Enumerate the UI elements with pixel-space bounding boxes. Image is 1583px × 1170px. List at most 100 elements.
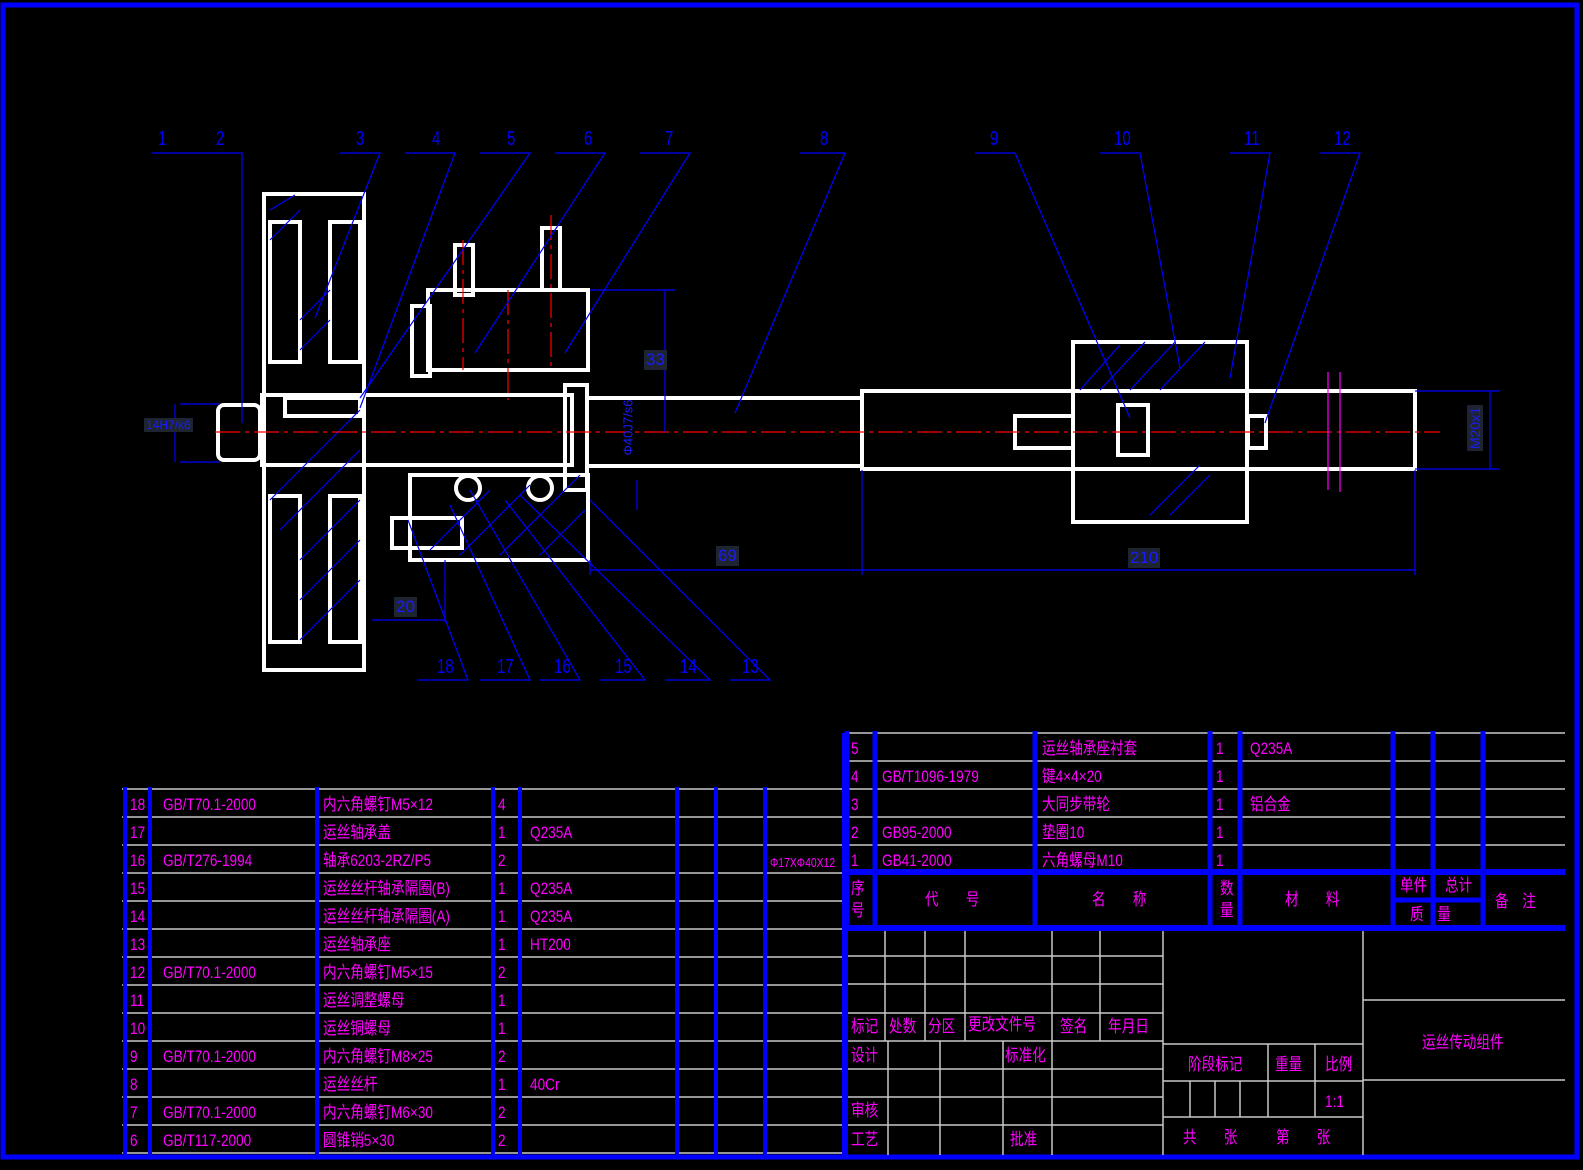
bom-row-name: 内六角螺钉M6×30 — [323, 1103, 433, 1122]
bom-row-qty: 1 — [498, 1019, 506, 1038]
balloon-15: 15 — [615, 656, 632, 678]
title-block-review: 审核 — [851, 1101, 879, 1120]
bom-row-name: 运丝丝杆轴承隔圈(B) — [323, 879, 450, 898]
shaft-hub — [260, 393, 574, 467]
bom-row-no: 5 — [851, 739, 859, 758]
bom-header-code: 代 号 — [925, 890, 980, 909]
bom-row-name: 运丝丝杆 — [323, 1075, 378, 1094]
bom-row-material: Q235A — [530, 879, 573, 898]
bom-row-no: 15 — [130, 879, 146, 898]
title-block-title: 运丝传动组件 — [1422, 1033, 1504, 1052]
balloon-7: 7 — [665, 128, 674, 150]
bom-row-name: 六角螺母M10 — [1042, 851, 1123, 870]
bom-row-name: 运丝丝杆轴承隔圈(A) — [323, 907, 450, 926]
bom-row-name: 轴承6203-2RZ/P5 — [323, 851, 432, 870]
title-block-date: 年月日 — [1108, 1017, 1149, 1036]
title-block-design: 设计 — [851, 1046, 879, 1065]
bom-row-code: GB41-2000 — [882, 851, 952, 870]
balloon-10: 10 — [1114, 128, 1131, 150]
title-block-count: 处数 — [889, 1017, 917, 1036]
bom-row-name: 运丝轴承盖 — [323, 823, 391, 842]
bom-row-name: 运丝调整螺母 — [323, 991, 405, 1010]
centerlines — [215, 215, 1440, 433]
bom-row-name: 内六角螺钉M8×25 — [323, 1047, 433, 1066]
bom-row-name: 圆锥销5×30 — [323, 1131, 395, 1150]
bom-header-note: 备 注 — [1495, 892, 1536, 911]
balloon-18: 18 — [437, 656, 454, 678]
bom-row-qty: 2 — [498, 851, 506, 870]
balloon-9: 9 — [990, 128, 999, 150]
bom-row-qty: 2 — [498, 1103, 506, 1122]
bom-row-qty: 2 — [498, 963, 506, 982]
title-block-process: 工艺 — [851, 1130, 879, 1149]
bom-row-no: 1 — [851, 851, 859, 870]
title-block-scale-label: 比例 — [1325, 1055, 1353, 1074]
bom-row-name: 内六角螺钉M5×15 — [323, 963, 433, 982]
bom-row-material: Q235A — [530, 823, 573, 842]
balloon-13: 13 — [742, 656, 759, 678]
dim-bore-fit: 14H7/k6 — [144, 418, 193, 432]
bom-row-qty: 1 — [1216, 795, 1224, 814]
bom-row-note: Φ17XΦ40X12 — [770, 855, 836, 870]
balloon-11: 11 — [1244, 128, 1260, 150]
bom-row-qty: 1 — [498, 935, 506, 954]
bom-row-code: GB/T1096-1979 — [882, 767, 979, 786]
title-block-weight: 重量 — [1275, 1055, 1303, 1074]
bom-row-qty: 1 — [498, 1075, 506, 1094]
bom-row-no: 17 — [130, 823, 146, 842]
balloon-14: 14 — [680, 656, 697, 678]
title-block-mark: 标记 — [851, 1017, 879, 1036]
balloon-1: 1 — [158, 128, 167, 150]
title-block-sheet-no: 第 张 — [1276, 1128, 1331, 1147]
bom-row-qty: 2 — [498, 1131, 506, 1150]
bom-row-name: 垫圈10 — [1042, 823, 1085, 842]
bom-header-mass: 质 量 — [1410, 905, 1451, 924]
bom-row-qty: 1 — [498, 991, 506, 1010]
bom-row-qty: 1 — [498, 879, 506, 898]
bom-row-no: 2 — [851, 823, 859, 842]
bom-row-qty: 1 — [1216, 851, 1224, 870]
bom-row-code: GB/T70.1-2000 — [163, 1047, 256, 1066]
title-block-standard: 标准化 — [1005, 1046, 1046, 1065]
bom-row-qty: 4 — [498, 795, 506, 814]
bom-row-material: Q235A — [530, 907, 573, 926]
bom-row-code: GB95-2000 — [882, 823, 952, 842]
bom-header-name: 名 称 — [1092, 890, 1147, 909]
dim-69: 69 — [716, 546, 739, 566]
bom-row-no: 4 — [851, 767, 859, 786]
bom-row-name: 内六角螺钉M5×12 — [323, 795, 433, 814]
bom-row-no: 18 — [130, 795, 146, 814]
bom-row-code: GB/T70.1-2000 — [163, 1103, 256, 1122]
bom-row-qty: 1 — [1216, 739, 1224, 758]
bom-row-qty: 2 — [498, 1047, 506, 1066]
balloon-12: 12 — [1334, 128, 1351, 150]
title-block-change-doc: 更改文件号 — [968, 1015, 1036, 1034]
lead-screw — [860, 389, 1417, 471]
bom-row-code: GB/T70.1-2000 — [163, 963, 256, 982]
table-grid — [122, 731, 1565, 1155]
bom-header-unit: 单件 — [1400, 876, 1428, 895]
bom-row-material: 铝合金 — [1250, 795, 1291, 814]
bom-header-qty: 数量 — [1220, 879, 1234, 920]
leader-lines — [152, 152, 1500, 681]
bom-row-no: 9 — [130, 1047, 138, 1066]
balloon-17: 17 — [497, 656, 514, 678]
title-block-sheets: 共 张 — [1183, 1128, 1238, 1147]
dim-20: 20 — [394, 597, 417, 617]
bom-row-no: 10 — [130, 1019, 146, 1038]
bom-row-no: 8 — [130, 1075, 138, 1094]
break-lines — [1327, 372, 1341, 492]
title-block-approve: 批准 — [1010, 1130, 1038, 1149]
balloon-16: 16 — [554, 656, 571, 678]
bom-row-no: 14 — [130, 907, 146, 926]
bom-row-no: 7 — [130, 1103, 138, 1122]
balloon-2: 2 — [216, 128, 225, 150]
bom-header-total: 总计 — [1445, 876, 1473, 895]
bom-row-no: 6 — [130, 1131, 138, 1150]
balloon-6: 6 — [584, 128, 593, 150]
title-block-sign: 签名 — [1060, 1017, 1088, 1036]
dim-210: 210 — [1128, 548, 1161, 568]
bom-row-qty: 1 — [498, 823, 506, 842]
